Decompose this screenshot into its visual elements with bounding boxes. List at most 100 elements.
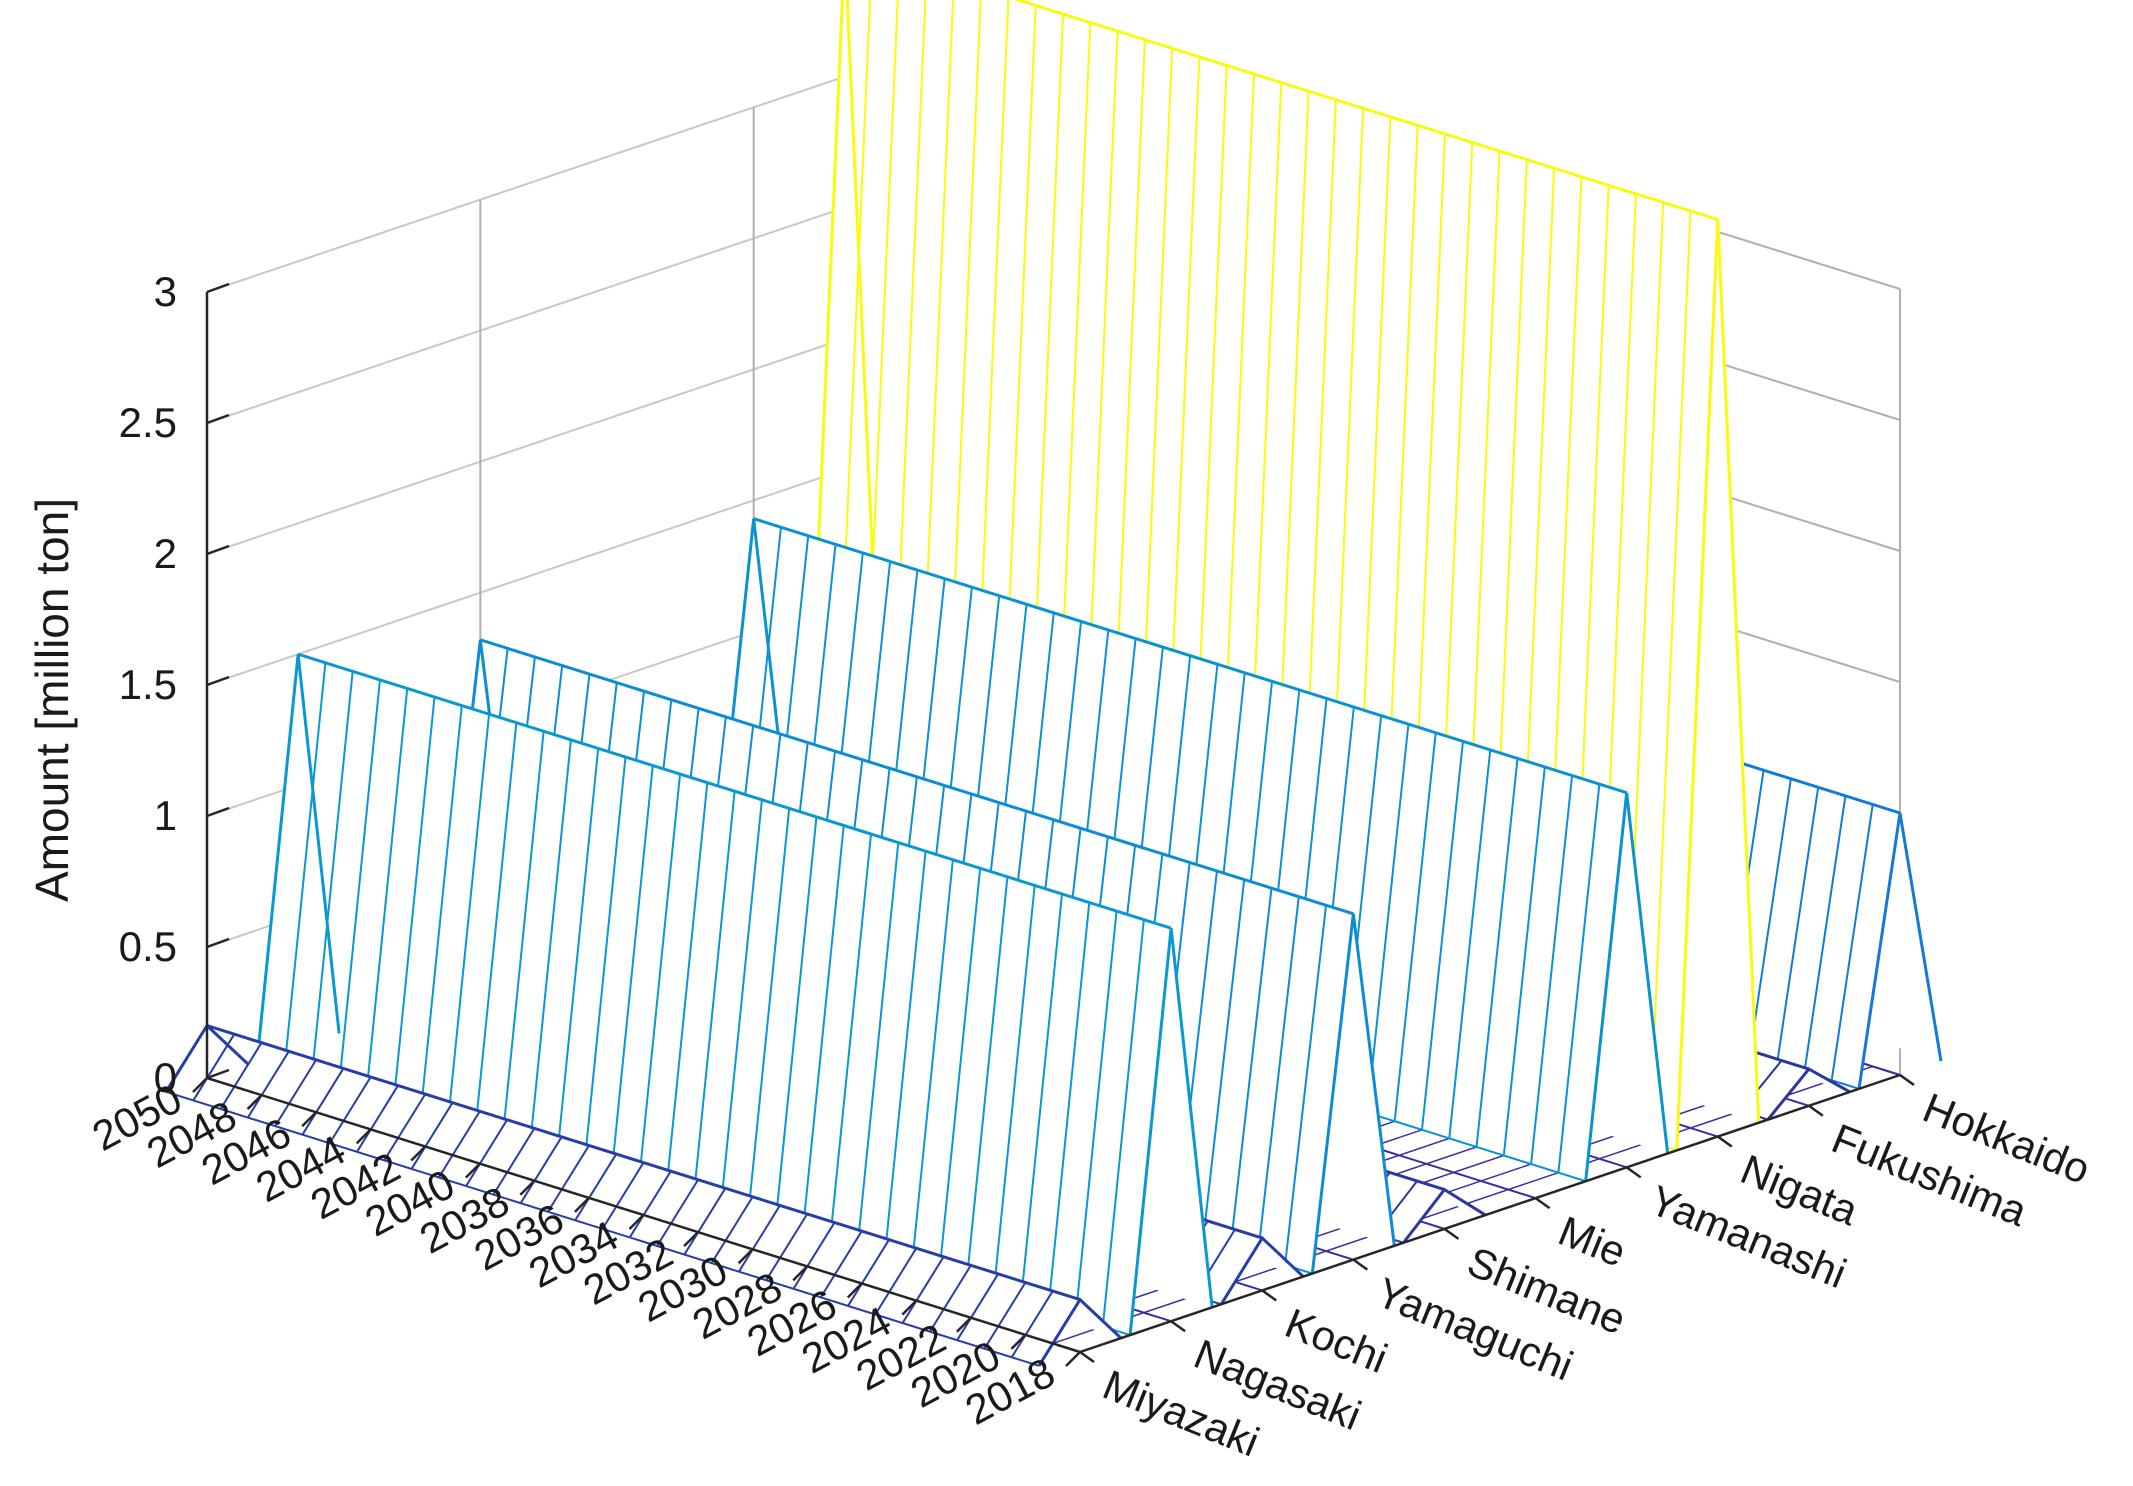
ridge-mesh-line (692, 791, 736, 1199)
ridge-mesh-line (246, 1050, 290, 1119)
x-tick (1010, 1333, 1027, 1350)
ridge-mesh-line (274, 1059, 317, 1127)
y-tick (1808, 1104, 1824, 1117)
ridge-mesh-line (683, 1187, 727, 1256)
y-tick (1079, 1350, 1095, 1364)
y-tick (1717, 1135, 1733, 1148)
ridge-mesh-line (1229, 888, 1273, 1248)
ridge-mesh-line (492, 1127, 536, 1196)
x-tick (192, 1077, 208, 1093)
y-tick-label: Mie (1552, 1207, 1632, 1276)
ridge-back-face (298, 654, 1213, 1308)
ridge-mesh-line (856, 842, 900, 1250)
ridge-mesh-line (1101, 919, 1145, 1327)
ridge-mesh-line (1047, 902, 1091, 1310)
ridge-mesh-line (847, 1239, 890, 1307)
ridge-mesh-line (829, 833, 873, 1241)
surface-mesh (164, 0, 1943, 1367)
z-tick-label: 1 (154, 792, 177, 839)
y-tick (1899, 1073, 1915, 1087)
ridge-mesh-line (1557, 784, 1601, 1173)
x-tick (955, 1316, 972, 1333)
y-axis-line (1079, 1073, 1901, 1354)
x-tick (792, 1265, 809, 1282)
ridge-mesh-line (1803, 795, 1847, 1072)
ridge-mesh-line (929, 1264, 972, 1333)
ridge-mesh-line (819, 1230, 863, 1298)
ridge-mesh-line (474, 722, 518, 1130)
ridge-mesh-line (1019, 893, 1063, 1301)
ridge-start-profile (255, 654, 341, 1062)
ridge-mesh-line (656, 1179, 699, 1247)
x-tick (301, 1111, 318, 1128)
ridge-base-edge (165, 1090, 1040, 1367)
ridge-top-edge (297, 652, 1172, 930)
x-tick (355, 1128, 372, 1145)
ridge-mesh-line (747, 808, 791, 1216)
ridge-mesh-line (501, 731, 545, 1139)
ridge-mesh-line (1284, 905, 1328, 1266)
ridge-mesh-line (774, 816, 818, 1224)
ridge-mesh-line (219, 1042, 263, 1110)
z-axis-label: Amount [million ton] (26, 498, 78, 902)
ridge-end-profile (1584, 792, 1670, 1182)
z-tick (206, 806, 230, 818)
y-tick (1261, 1289, 1277, 1302)
ridge-end-profile (1310, 913, 1396, 1274)
ridge-mesh-line (601, 1162, 645, 1230)
ridge-mesh-line (392, 696, 436, 1104)
x-tick (574, 1196, 590, 1213)
chart-axes (192, 282, 1915, 1367)
x-tick (410, 1145, 427, 1162)
ridge-mesh-line (1530, 775, 1574, 1165)
ridge-mesh-line (1648, 210, 1692, 1142)
ridge-mesh-line (465, 1119, 508, 1187)
ridge-mesh-line (1748, 778, 1792, 1055)
z-tick-label: 3 (154, 268, 177, 315)
ridge-mesh-line (556, 748, 600, 1156)
ridge-mesh-line (956, 1273, 1000, 1341)
ridge-mesh-line (710, 1196, 754, 1264)
ridge-mesh-line (419, 705, 463, 1113)
ridge-mesh-line (765, 1213, 809, 1281)
ridge-mesh-line (901, 1256, 945, 1324)
z-tick-label: 1.5 (119, 661, 177, 708)
ridge-mesh-line (874, 1247, 918, 1316)
ridge-end-profile (1766, 1067, 1851, 1121)
x-tick (846, 1282, 863, 1299)
ridge-mesh-line (583, 756, 627, 1164)
ridge-end-profile (1219, 1235, 1305, 1306)
z-tick (206, 937, 230, 949)
ridge-mesh-line (983, 1281, 1027, 1350)
ridge-top-edge (206, 1024, 1081, 1302)
ridge-mesh-line (665, 782, 709, 1190)
y-tick (1170, 1320, 1186, 1333)
ridge-mesh-line (337, 679, 381, 1087)
ridge-end-profile (1675, 219, 1761, 1151)
ridge-mesh-line (738, 1204, 781, 1273)
y-tick (1625, 1166, 1642, 1179)
z-tick (206, 282, 230, 294)
x-tick (737, 1248, 754, 1265)
z-tick (206, 413, 230, 425)
z-tick-label: 2 (154, 530, 177, 577)
z-tick-label: 0.5 (119, 923, 177, 970)
ridge-top-edge (1013, 0, 1719, 221)
ridge-end-profile (1128, 928, 1214, 1336)
ridge-mesh-line (1502, 766, 1546, 1156)
ridge-end-profile (1857, 812, 1943, 1090)
ridge-mesh-line (519, 1136, 563, 1204)
z-tick-label: 0 (154, 1054, 177, 1101)
ridge-mesh-line (992, 885, 1036, 1293)
x-tick (683, 1231, 699, 1248)
ridge-mesh-line (638, 773, 682, 1182)
z-tick (206, 675, 230, 687)
x-tick (519, 1179, 536, 1196)
ridge-back-face (753, 518, 1668, 1154)
ridge-mesh-line (383, 1093, 427, 1161)
ridge-mesh-line (1420, 741, 1464, 1130)
ridge-mesh-line (792, 1222, 836, 1290)
ridge-mesh-line (547, 1144, 590, 1213)
ridge-mesh-line (356, 1085, 399, 1153)
